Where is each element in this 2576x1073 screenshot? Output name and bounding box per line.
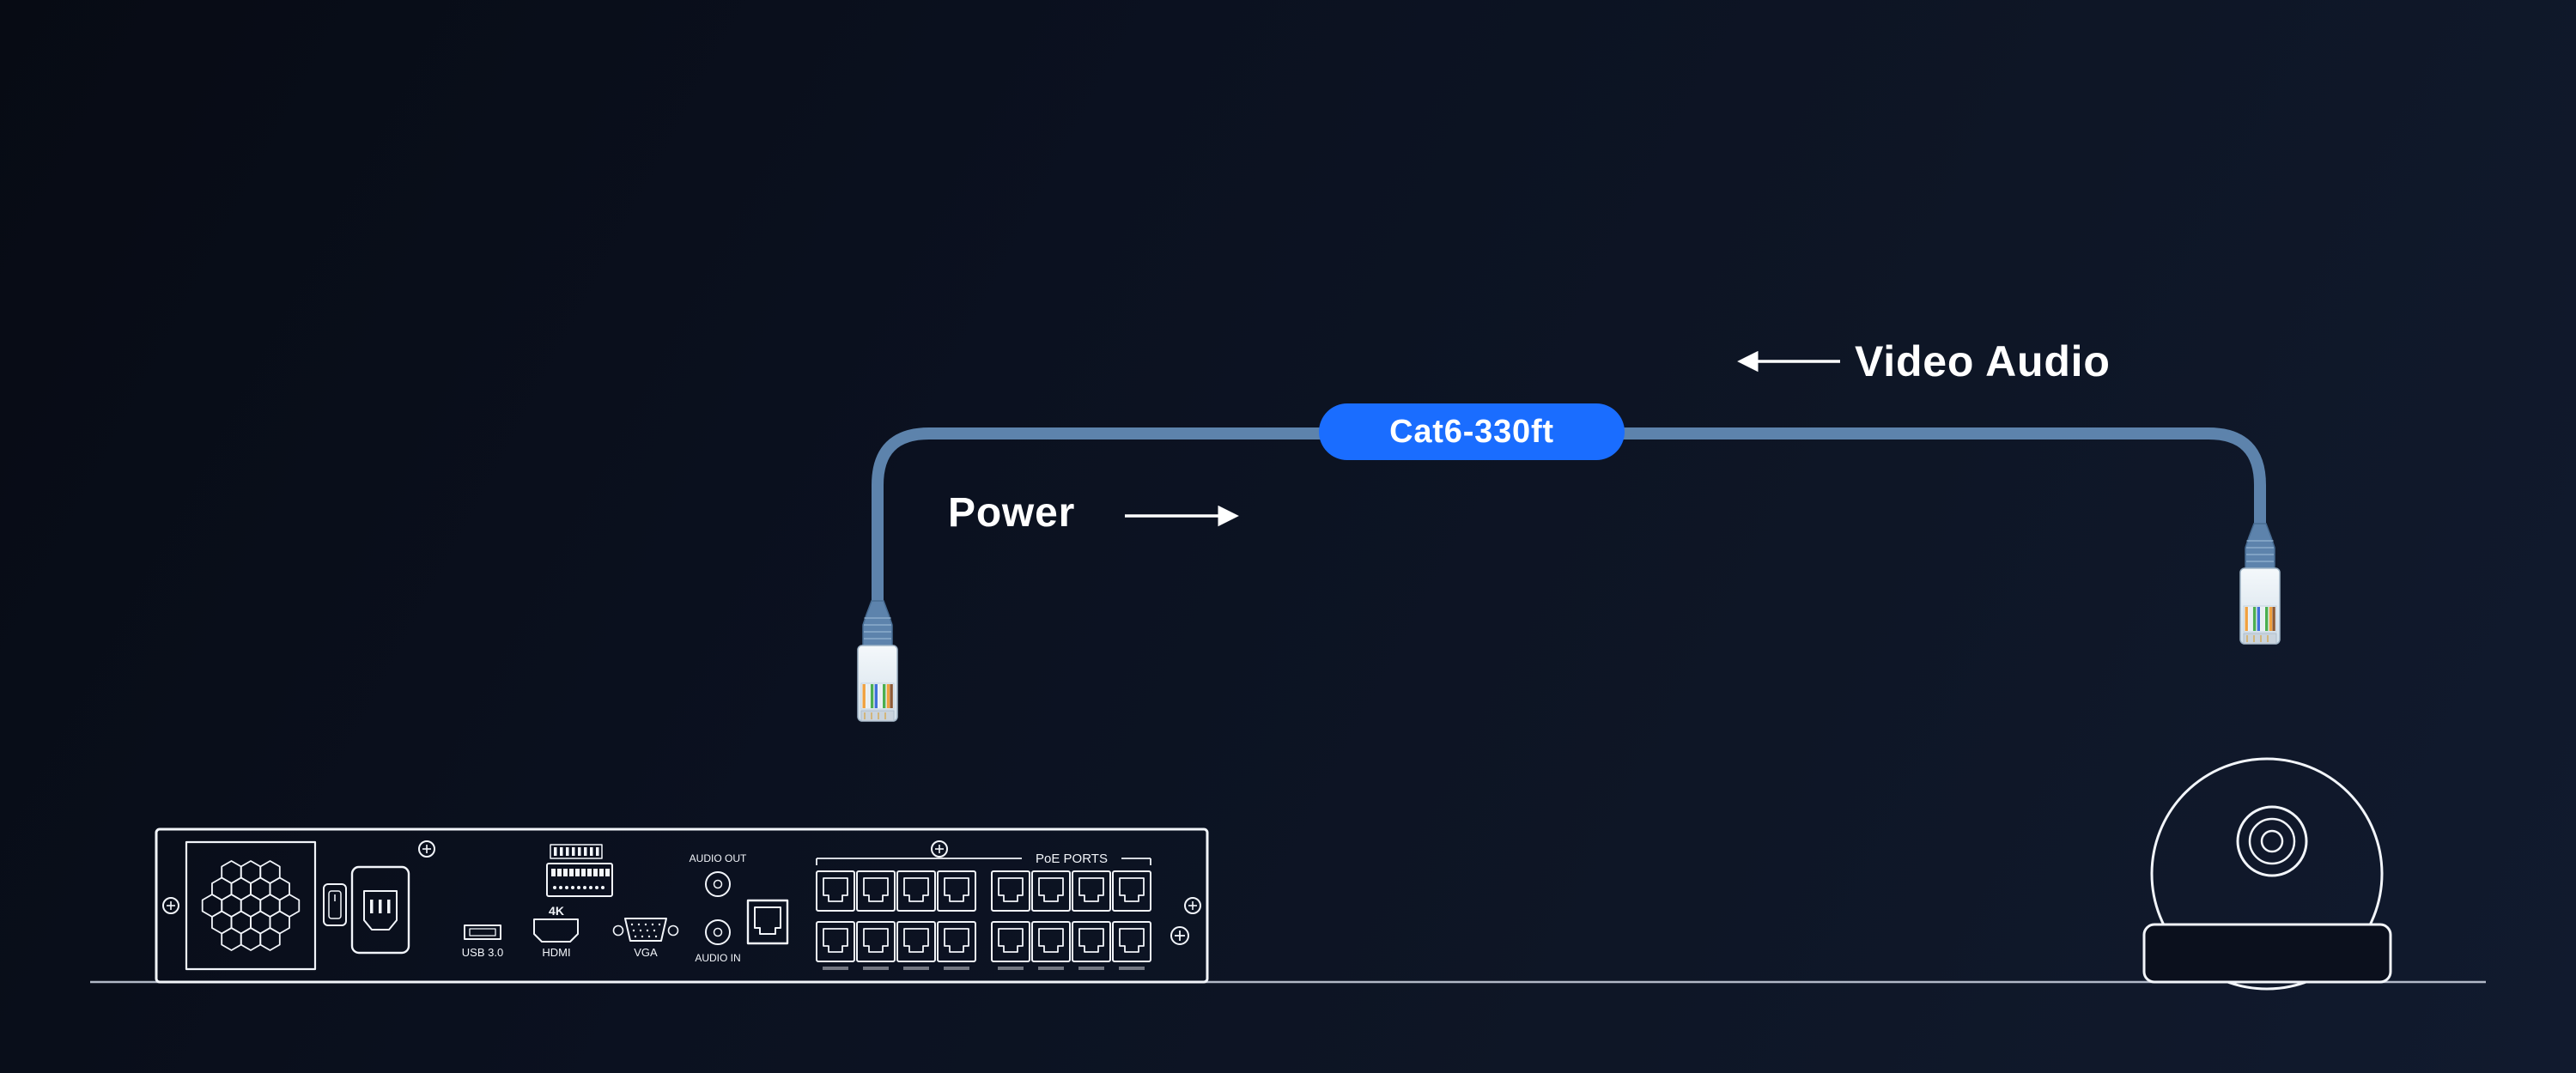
ground-screw-icon [1170,926,1189,945]
screw-icon [162,897,179,914]
screw-icon [1184,897,1201,914]
screw-icon [931,840,948,858]
usb-port [464,924,501,940]
audio-out-label: AUDIO OUT [690,852,747,864]
camera-base [2142,923,2392,984]
power-inlet [350,865,410,955]
video-audio-label: Video Audio [1855,337,2111,385]
camera-lens-outer [2236,805,2308,877]
power-switch [323,883,347,926]
rj45-connector-left [857,600,898,722]
camera-device [2142,757,2392,991]
ethernet-cable [872,427,2266,646]
fan-grille [185,840,317,971]
poe-port-group-b [991,870,1151,962]
nvr-device: USB 3.0 [155,827,1209,984]
hdmi-port [533,918,579,943]
audio-in-jack [705,919,731,945]
poe-port-group-a [816,870,976,962]
nvr-chassis [155,827,1209,984]
lan-port [746,899,789,945]
camera-lens-mid [2248,817,2296,865]
cable-length-badge: Cat6-330ft [1319,403,1625,460]
hdmi-label: HDMI [542,946,570,959]
screw-icon [418,840,435,858]
vga-port [612,918,679,942]
poe-port-markings [823,967,1145,970]
power-label: Power [948,490,1076,536]
vga-label: VGA [634,946,658,959]
audio-out-jack [705,871,731,897]
camera-lens-inner [2260,829,2284,853]
rj45-connector-right [2239,523,2281,645]
poe-ports-label: PoE PORTS [1036,852,1108,866]
terminal-block [546,844,613,897]
audio-in-label: AUDIO IN [695,952,740,964]
camera-dome [2150,757,2384,991]
usb-label: USB 3.0 [462,946,503,959]
poe-ports-bracket [816,858,1151,865]
hdmi-4k-badge: 4K [549,904,564,918]
